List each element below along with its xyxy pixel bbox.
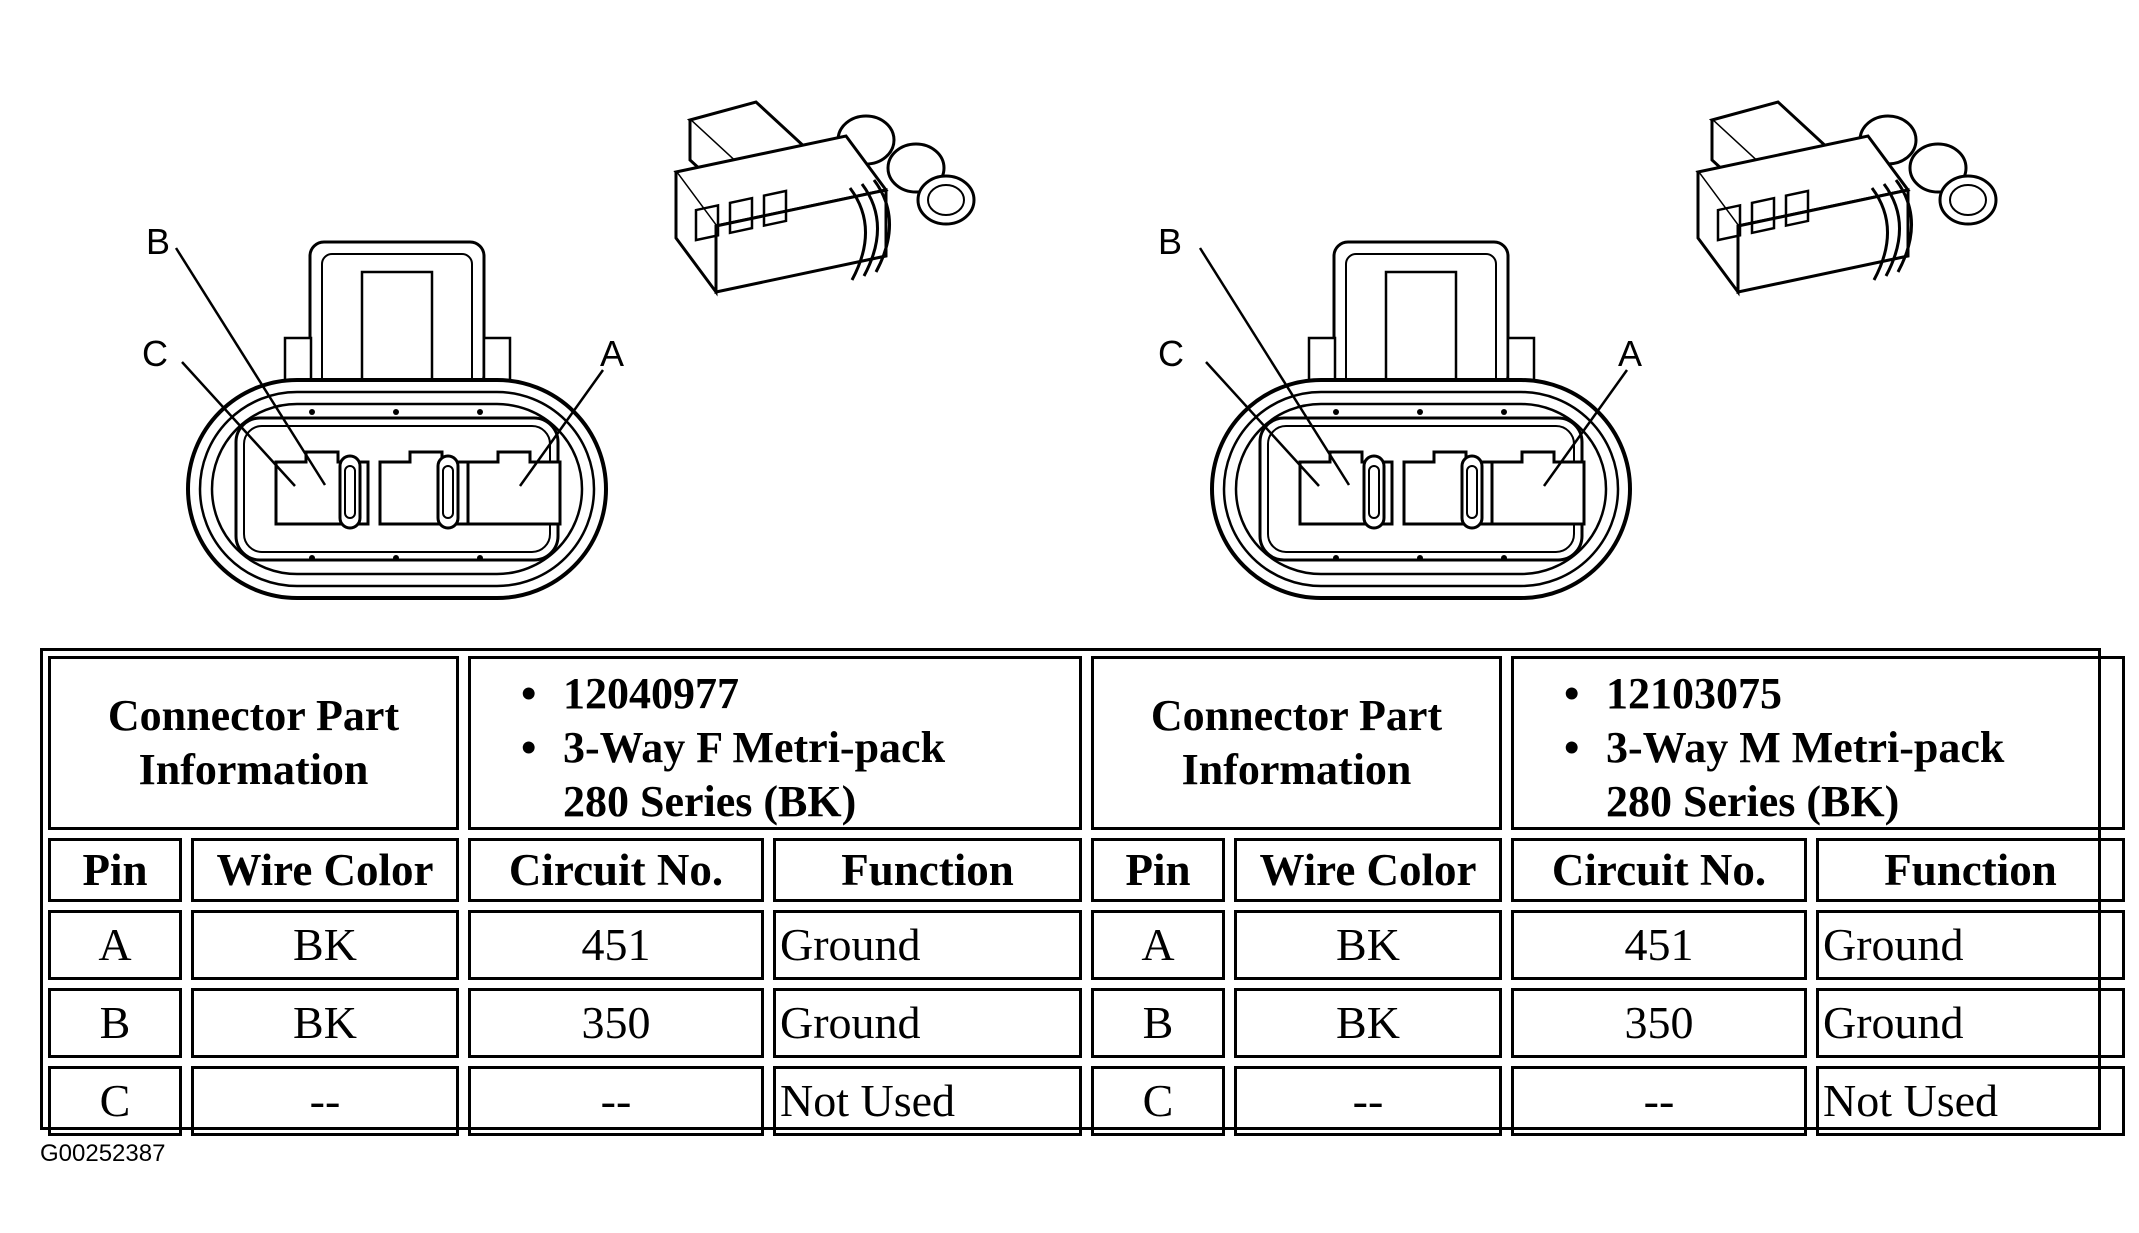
cell-function: Ground — [773, 988, 1082, 1058]
cell-function: Ground — [773, 910, 1082, 980]
cell-circuit-no: 350 — [1511, 988, 1807, 1058]
cell-wire-color: -- — [191, 1066, 459, 1136]
cell-pin: B — [48, 988, 182, 1058]
pin-label-b: B — [146, 221, 170, 262]
part-description: 3-Way M Metri-pack — [1564, 721, 2004, 775]
cell-pin: C — [48, 1066, 182, 1136]
cell-pin: A — [48, 910, 182, 980]
part-series: 280 Series (BK) — [1606, 777, 1900, 826]
pin-label-c: C — [142, 333, 168, 374]
part-description: 3-Way F Metri-pack — [521, 721, 945, 775]
cell-pin: B — [1091, 988, 1225, 1058]
label-line-2: Information — [1181, 745, 1412, 794]
connector-info-table: Connector Part Information 12040977 3-Wa… — [40, 648, 2125, 1136]
part-number: 12040977 — [521, 667, 945, 721]
pin-label-a: A — [600, 333, 624, 374]
cell-wire-color: BK — [1234, 988, 1502, 1058]
cell-function: Ground — [1816, 988, 2125, 1058]
column-header-circuit-no: Circuit No. — [1511, 838, 1807, 902]
figure-id: G00252387 — [40, 1140, 166, 1167]
cell-circuit-no: -- — [1511, 1066, 1807, 1136]
cell-circuit-no: 350 — [468, 988, 764, 1058]
connector-part-info-1: 12040977 3-Way F Metri-pack 280 Series (… — [468, 656, 1082, 830]
pin-label-c: C — [1158, 333, 1184, 374]
part-series: 280 Series (BK) — [563, 777, 857, 826]
pin-label-b: B — [1158, 221, 1182, 262]
label-line-1: Connector Part — [1150, 691, 1443, 740]
column-header-wire-color: Wire Color — [1234, 838, 1502, 902]
connector-2-iso-view — [1696, 100, 1998, 294]
cell-function: Ground — [1816, 910, 2125, 980]
cell-wire-color: BK — [191, 988, 459, 1058]
cell-wire-color: BK — [1234, 910, 1502, 980]
cell-pin: C — [1091, 1066, 1225, 1136]
connector-1-face: B C A — [142, 221, 624, 600]
cell-wire-color: BK — [191, 910, 459, 980]
column-header-pin: Pin — [1091, 838, 1225, 902]
connector-part-info-label: Connector Part Information — [48, 656, 459, 830]
connector-part-info-label: Connector Part Information — [1091, 656, 1502, 830]
cell-wire-color: -- — [1234, 1066, 1502, 1136]
cell-function: Not Used — [773, 1066, 1082, 1136]
connector-1-iso-view — [674, 100, 976, 294]
column-header-wire-color: Wire Color — [191, 838, 459, 902]
connector-drawings: B C A B C A — [142, 100, 1998, 600]
label-line-1: Connector Part — [107, 691, 400, 740]
cell-function: Not Used — [1816, 1066, 2125, 1136]
label-line-2: Information — [138, 745, 369, 794]
connector-2-face: B C A — [1158, 221, 1642, 600]
column-header-pin: Pin — [48, 838, 182, 902]
cell-pin: A — [1091, 910, 1225, 980]
pin-label-a: A — [1618, 333, 1642, 374]
column-header-circuit-no: Circuit No. — [468, 838, 764, 902]
part-number: 12103075 — [1564, 667, 2004, 721]
cell-circuit-no: -- — [468, 1066, 764, 1136]
cell-circuit-no: 451 — [468, 910, 764, 980]
cell-circuit-no: 451 — [1511, 910, 1807, 980]
column-header-function: Function — [1816, 838, 2125, 902]
connector-part-info-2: 12103075 3-Way M Metri-pack 280 Series (… — [1511, 656, 2125, 830]
column-header-function: Function — [773, 838, 1082, 902]
